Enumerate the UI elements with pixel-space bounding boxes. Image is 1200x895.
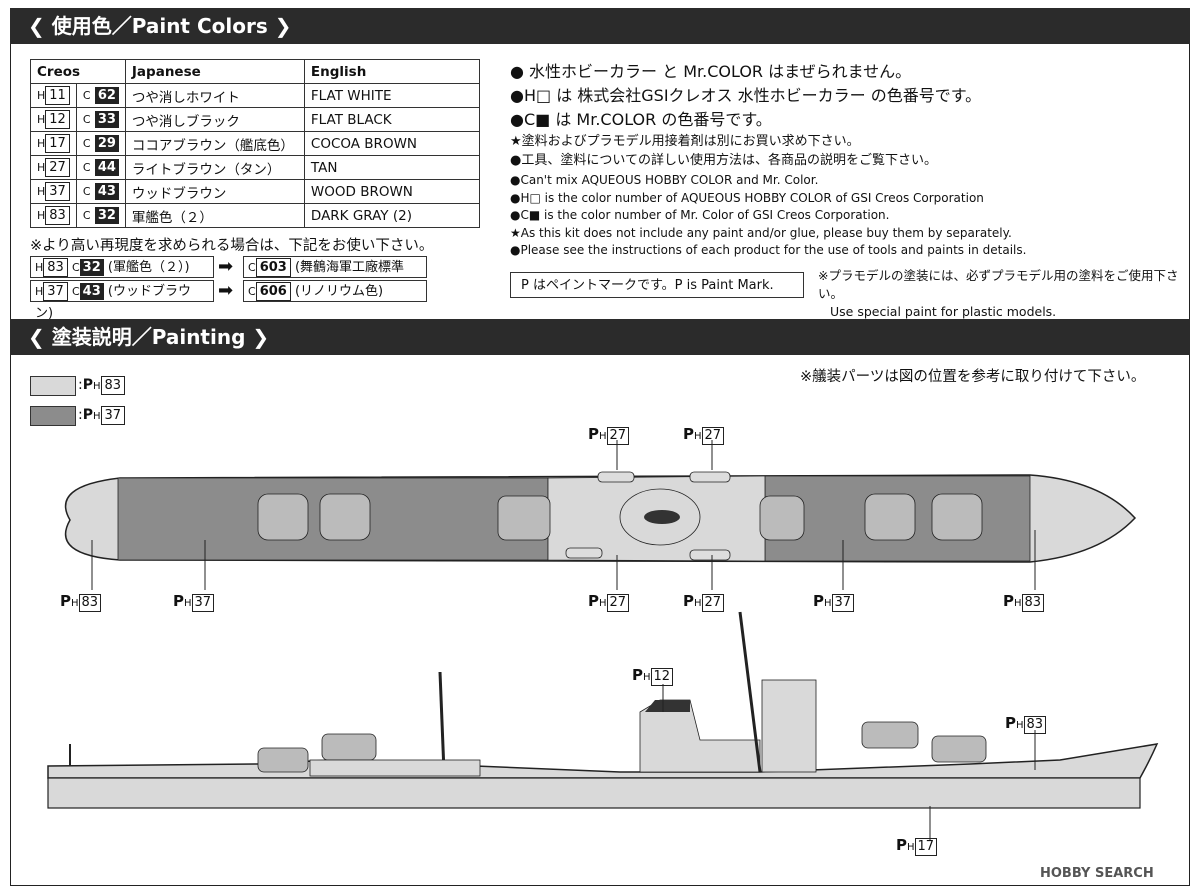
side-view-funnel-top [645, 700, 690, 712]
section-header-painting: ❮ 塗装説明／Painting ❯ [10, 319, 1190, 355]
side-leader-lines [662, 684, 1036, 840]
jp-name: 軍艦色（２） [124, 203, 305, 228]
c-code: 43 [94, 183, 119, 200]
substitute-note: ※より高い再現度を求められる場合は、下記をお使い下さい。 [30, 238, 434, 254]
top-view-funnel [644, 510, 680, 524]
side-view-forward-superstructure [761, 679, 817, 773]
side-view-mast [738, 611, 762, 773]
side-view-hull [47, 743, 1159, 779]
h-code: 83 [45, 206, 70, 225]
h-code: 17 [45, 134, 70, 153]
h-code: 37 [45, 182, 70, 201]
side-view-bottom [47, 777, 1141, 809]
table-header-row: Creos Japanese English [30, 59, 480, 84]
h-code: 12 [45, 110, 70, 129]
legend-swatch-light [30, 376, 76, 396]
c-code: 29 [94, 135, 119, 152]
h-code: 11 [45, 86, 70, 105]
side-view-aft-deckhouse [309, 759, 481, 777]
jp-name: ライトブラウン（タン） [124, 155, 305, 180]
c-code: 33 [94, 111, 119, 128]
top-view-turrets [257, 493, 983, 541]
side-view-turrets [257, 721, 987, 773]
en-name: TAN [303, 155, 480, 180]
c-code: 62 [94, 87, 119, 104]
arrow-right-icon: ➡ [218, 256, 234, 277]
watermark: HOBBY SEARCH [1040, 866, 1154, 881]
legend-swatch-dark [30, 406, 76, 426]
jp-name: つや消しホワイト [124, 83, 305, 108]
en-notes: ●Can't mix AQUEOUS HOBBY COLOR and Mr. C… [510, 173, 1027, 257]
paint-mark-box: P はペイントマークです。P is Paint Mark. [510, 272, 804, 298]
section-header-paint-colors: ❮ 使用色／Paint Colors ❯ [10, 8, 1190, 44]
top-leader-lines [91, 440, 1036, 590]
en-name: FLAT BLACK [303, 107, 480, 132]
jp-name: ココアブラウン（艦底色） [124, 131, 305, 156]
header-creos: Creos [30, 59, 126, 84]
top-view-bridge [619, 488, 701, 546]
h-code: 27 [45, 158, 70, 177]
en-name: DARK GRAY (2) [303, 203, 480, 228]
arrow-right-icon: ➡ [218, 280, 234, 301]
jp-name: つや消しブラック [124, 107, 305, 132]
plastic-paint-note: ※プラモデルの塗装には、必ずプラモデル用の塗料をご使用下さい。 Use spec… [818, 268, 1179, 319]
c-code: 32 [94, 207, 119, 224]
top-view-boats [565, 471, 731, 561]
c-code: 44 [94, 159, 119, 176]
fitting-note: ※艤装パーツは図の位置を参考に取り付けて下さい。 [800, 369, 1146, 385]
jp-notes: ● 水性ホビーカラー と Mr.COLOR はまぜられません。 ●H□ は 株式… [510, 62, 982, 168]
side-view-aft-mast [438, 671, 446, 773]
